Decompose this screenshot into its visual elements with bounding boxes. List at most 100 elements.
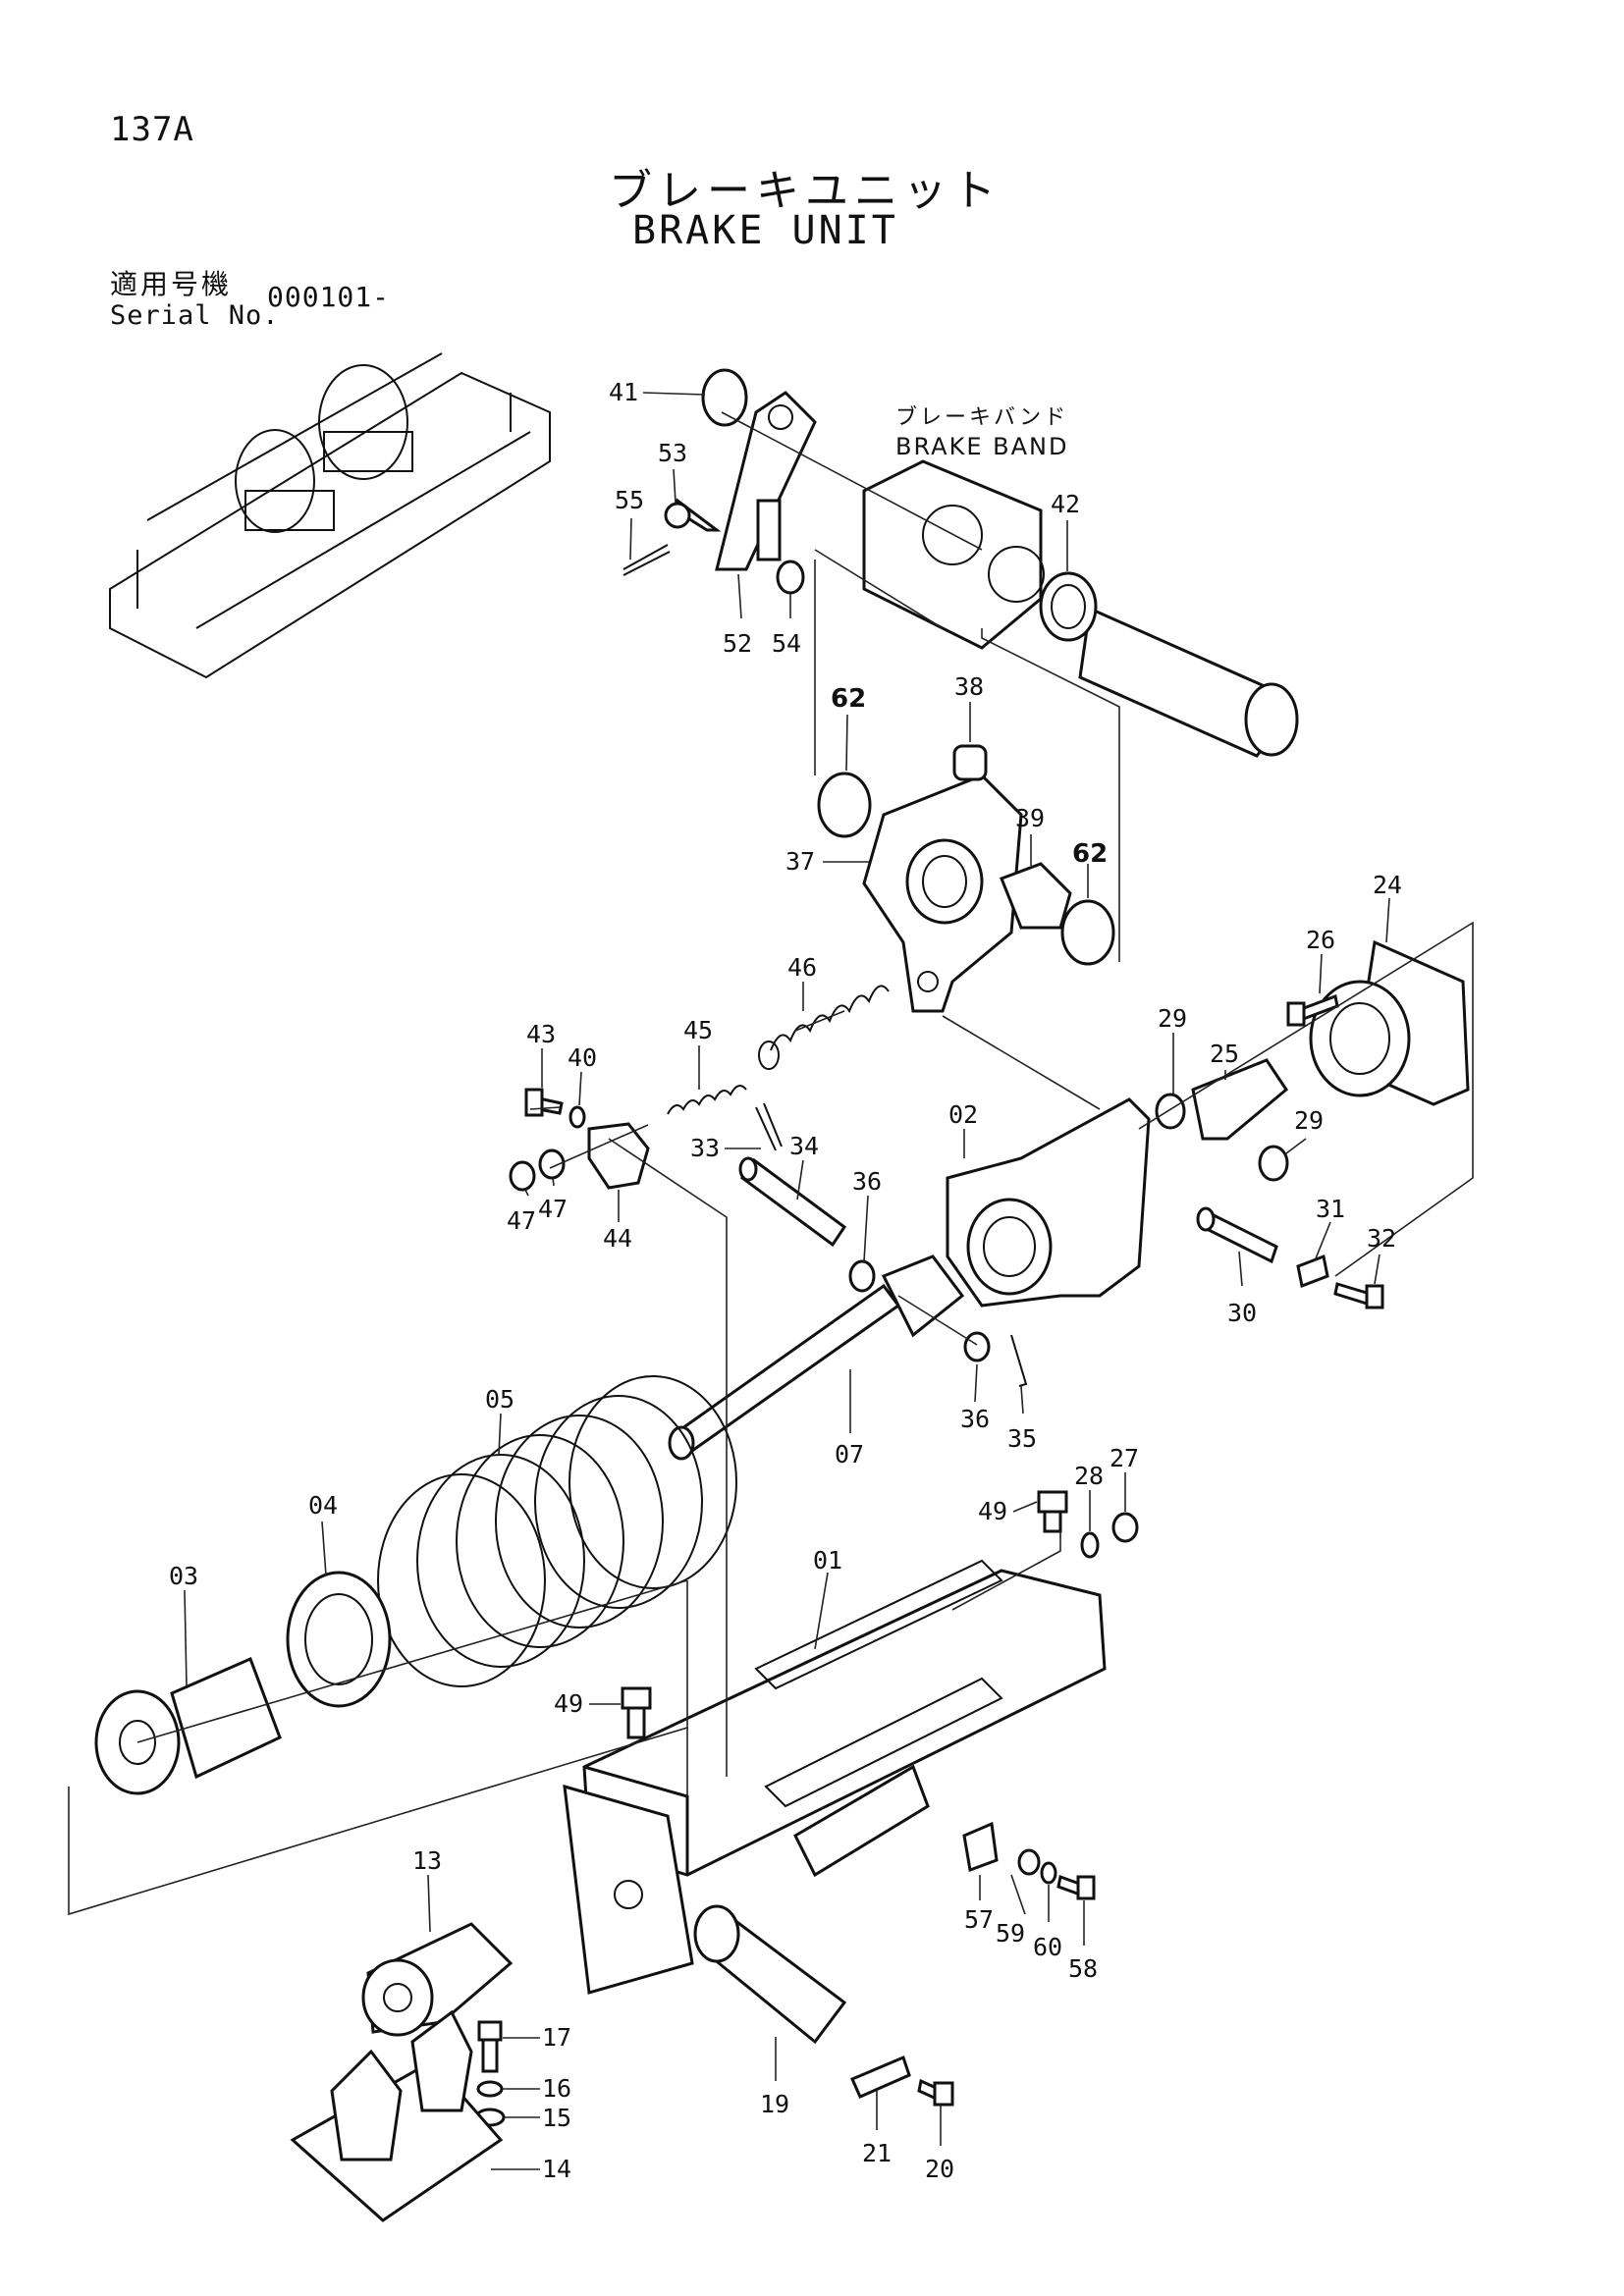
label-27: 27 (1110, 1444, 1139, 1472)
label-02: 02 (948, 1100, 978, 1129)
spring-45 (667, 1085, 747, 1115)
label-49b: 49 (554, 1689, 583, 1718)
label-01: 01 (813, 1546, 842, 1575)
washer-16 (476, 2080, 504, 2098)
bolt-49a (1037, 1490, 1068, 1533)
plate-21 (850, 2055, 911, 2099)
label-15: 15 (542, 2104, 571, 2132)
label-03: 03 (169, 1562, 198, 1590)
label-05: 05 (485, 1385, 514, 1414)
label-44: 44 (603, 1224, 632, 1253)
locator-thumbnail (109, 352, 551, 679)
label-25: 25 (1210, 1040, 1239, 1068)
bolt-43 (524, 1088, 564, 1117)
label-54: 54 (772, 629, 801, 658)
title-japanese: ブレーキユニット (609, 166, 1001, 216)
label-35: 35 (1007, 1424, 1037, 1453)
washer-40 (568, 1105, 586, 1129)
washer-60 (1040, 1861, 1057, 1885)
end-plate (563, 1784, 694, 1995)
part-labels: 41 53 55 52 54 42 62 38 39 62 37 24 (169, 378, 1402, 2183)
pin-53 (664, 498, 722, 532)
piston-25 (1191, 1058, 1288, 1141)
washer-28 (1080, 1531, 1100, 1559)
label-55: 55 (615, 486, 644, 514)
seal-ring-62b (1060, 899, 1115, 966)
ring-04 (286, 1571, 392, 1708)
bolt-58 (1056, 1874, 1096, 1900)
label-04: 04 (308, 1491, 338, 1520)
serial-value: 000101- (267, 281, 391, 313)
title-english: BRAKE UNIT (632, 208, 898, 253)
sleeve-03 (94, 1656, 282, 1795)
label-19: 19 (760, 2090, 789, 2118)
label-24: 24 (1373, 871, 1402, 899)
washer-54 (776, 560, 805, 595)
spring-05 (377, 1375, 737, 1687)
label-47b: 47 (538, 1195, 568, 1223)
label-59: 59 (996, 1919, 1025, 1948)
bolt-20 (917, 2078, 954, 2107)
label-17: 17 (542, 2023, 571, 2052)
clevis-13 (361, 1922, 514, 2037)
label-62a: 62 (831, 684, 866, 714)
nut-27 (1111, 1512, 1139, 1543)
label-58: 58 (1068, 1954, 1098, 1983)
label-36b: 36 (960, 1405, 990, 1433)
label-29a: 29 (1158, 1004, 1187, 1033)
cotter-pin-33 (755, 1102, 783, 1151)
bracket-44 (587, 1122, 650, 1190)
serial-label-japanese: 適用号機 (110, 268, 233, 300)
label-62b: 62 (1072, 839, 1108, 869)
bolt-49b (621, 1686, 652, 1739)
seal-ring-42 (1039, 571, 1098, 642)
washer-36b (963, 1331, 991, 1362)
label-57: 57 (964, 1905, 994, 1934)
label-30: 30 (1227, 1299, 1257, 1327)
label-60: 60 (1033, 1933, 1062, 1961)
label-21: 21 (862, 2139, 892, 2167)
label-16: 16 (542, 2074, 571, 2103)
label-38: 38 (954, 672, 984, 701)
washer-36a (848, 1259, 876, 1293)
bolt-17 (477, 2020, 503, 2073)
label-37: 37 (785, 847, 815, 876)
label-39: 39 (1015, 804, 1045, 832)
brake-band-label-japanese: ブレーキバンド (895, 405, 1069, 430)
assembly-lines (68, 411, 1474, 1916)
mount-14 (290, 2009, 504, 2222)
label-14: 14 (542, 2155, 571, 2183)
label-31: 31 (1316, 1195, 1345, 1223)
label-45: 45 (683, 1016, 713, 1044)
label-20: 20 (925, 2155, 954, 2183)
label-53: 53 (658, 439, 687, 467)
plate-57 (962, 1821, 999, 1873)
seal-ring-62a (817, 772, 872, 838)
label-36a: 36 (852, 1167, 882, 1196)
frame-01 (582, 1559, 1107, 1878)
label-42: 42 (1051, 490, 1080, 518)
label-41: 41 (609, 378, 638, 406)
label-52: 52 (723, 629, 752, 658)
pin-19 (693, 1904, 847, 2045)
label-49a: 49 (978, 1497, 1007, 1525)
label-33: 33 (690, 1134, 720, 1162)
bell-crank (862, 774, 1023, 1013)
washer-29b (1258, 1145, 1289, 1182)
label-26: 26 (1306, 926, 1335, 954)
cylinder-24 (1309, 939, 1470, 1106)
brake-band-label-english: BRAKE BAND (895, 433, 1069, 460)
label-34: 34 (789, 1132, 819, 1160)
bolt-32 (1333, 1282, 1384, 1309)
bushing-39 (1000, 862, 1072, 930)
serial-label-english: Serial No. (110, 300, 280, 331)
rod-07 (668, 1255, 965, 1461)
label-07: 07 (835, 1440, 864, 1468)
label-29b: 29 (1294, 1106, 1324, 1135)
lever-arm (715, 391, 817, 571)
clip-35 (1010, 1334, 1028, 1387)
pin-34 (738, 1156, 847, 1248)
label-47a: 47 (507, 1206, 536, 1235)
